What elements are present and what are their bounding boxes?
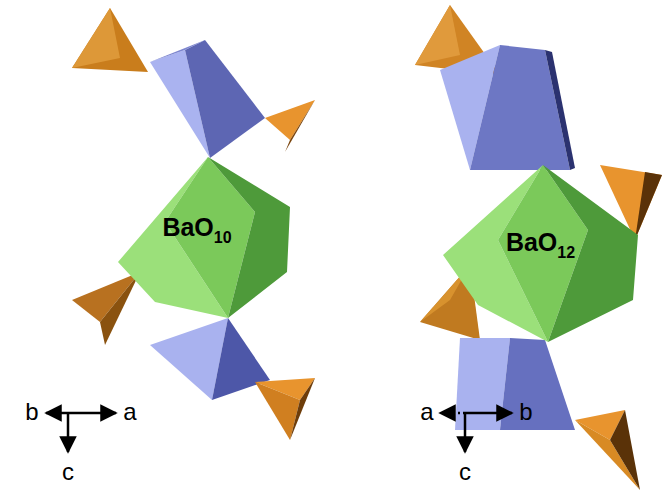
axis-label: b <box>519 400 532 424</box>
octahedron <box>150 318 270 400</box>
left-structure <box>72 8 315 440</box>
axis-label: a <box>420 400 433 424</box>
axis-label: b <box>25 400 38 424</box>
axes-left <box>46 413 116 452</box>
axis-label: c <box>62 460 74 484</box>
coordination-polyhedron: BaO12 <box>438 160 643 345</box>
tetrahedron <box>265 100 315 152</box>
tetrahedron <box>575 410 640 490</box>
octahedron <box>440 45 575 170</box>
octahedron <box>455 338 575 430</box>
polyhedron-label: BaO12 <box>506 228 575 257</box>
axis-label: c <box>459 460 471 484</box>
tetrahedron <box>72 8 148 72</box>
coordination-polyhedron: BaO10 <box>115 152 295 322</box>
axes-right <box>440 413 512 452</box>
right-structure <box>415 5 662 490</box>
octahedron <box>150 40 265 158</box>
tetrahedron <box>255 378 315 440</box>
tetrahedron <box>72 272 140 345</box>
axis-label: a <box>123 400 136 424</box>
polyhedron-label: BaO10 <box>162 213 231 242</box>
